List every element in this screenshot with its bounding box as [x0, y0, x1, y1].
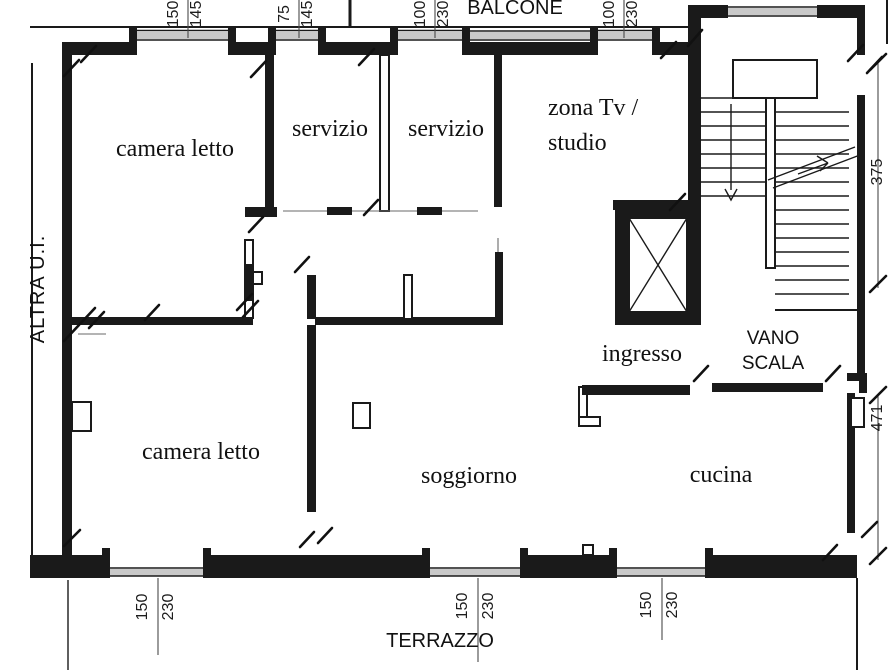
dim-top4-height: 230 [624, 1, 641, 28]
room-label-vano-scala-line1: VANO [747, 328, 799, 349]
dim-top1-width: 150 [165, 1, 182, 28]
dimension-labels: 150 145 75 145 100 230 100 230 375 471 1… [134, 1, 886, 621]
stairwell [688, 5, 865, 318]
stair-break-line [767, 146, 861, 189]
dim-bottom1-width: 150 [134, 594, 151, 621]
stair-direction-arrows [724, 104, 829, 202]
dim-top2-height: 145 [299, 1, 316, 28]
room-label-camera-letto-bottom: camera letto [142, 439, 260, 465]
bottom-exterior-wall [30, 544, 857, 578]
ingresso-cucina-walls [578, 318, 867, 533]
balcone-label: BALCONE [467, 0, 563, 19]
room-label-soggiorno: soggiorno [421, 463, 517, 489]
dim-top2-width: 75 [276, 5, 293, 23]
left-walls [31, 42, 106, 555]
room-label-camera-letto-top: camera letto [116, 136, 234, 162]
top-windows [129, 28, 660, 55]
camera-letto-top-walls [62, 55, 277, 325]
exterior-labels: BALCONE TERRAZZO ALTRA U.I. [27, 0, 563, 652]
corridor-walls [307, 238, 503, 325]
dim-kitchen-side: 471 [869, 405, 886, 432]
elevator-shaft [615, 205, 701, 325]
dim-bottom2-height: 230 [480, 593, 497, 620]
room-labels: camera letto servizio servizio zona Tv /… [116, 95, 804, 489]
dim-top3-height: 230 [435, 1, 452, 28]
elevator-x-mark [628, 217, 688, 313]
terrazzo-label: TERRAZZO [386, 630, 494, 652]
dim-stairwell-depth: 375 [869, 159, 886, 186]
dim-bottom1-height: 230 [160, 594, 177, 621]
stair-stringer [765, 97, 776, 269]
servizi-walls [283, 54, 502, 215]
top-dimension-lines [187, 0, 625, 38]
room-label-zona-tv-line1: zona Tv / [548, 95, 639, 121]
room-label-vano-scala-line2: SCALA [742, 353, 805, 374]
door-swing-marks [62, 28, 884, 562]
room-label-cucina: cucina [690, 462, 753, 488]
dim-top4-width: 100 [601, 1, 618, 28]
side-window [850, 397, 865, 428]
dim-bottom3-height: 230 [664, 592, 681, 619]
terrace-lines [67, 578, 858, 670]
dim-top3-width: 100 [412, 1, 429, 28]
dim-bottom2-width: 150 [454, 593, 471, 620]
room-label-zona-tv-line2: studio [548, 130, 607, 156]
bottom-windows [110, 567, 705, 577]
dim-bottom3-width: 150 [638, 592, 655, 619]
balcony-slab-lines [30, 0, 888, 44]
room-label-servizio-left: servizio [292, 116, 368, 142]
dim-top1-height: 145 [188, 1, 205, 28]
zona-tv-bottom-wall [613, 200, 688, 210]
top-exterior-wall [62, 42, 692, 55]
room-label-ingresso: ingresso [602, 341, 682, 367]
stair-steps [701, 97, 857, 311]
room-label-servizio-right: servizio [408, 116, 484, 142]
altra-ui-label: ALTRA U.I. [27, 235, 49, 344]
bottom-room-dividers [307, 325, 371, 512]
